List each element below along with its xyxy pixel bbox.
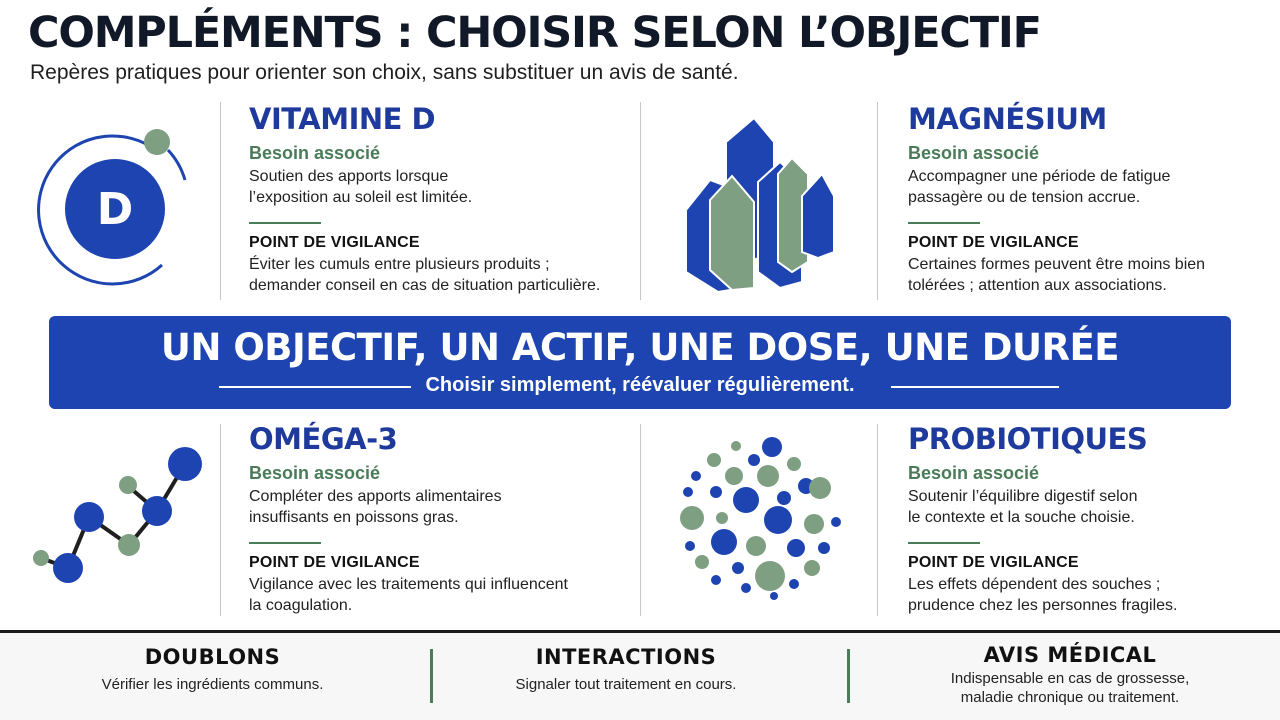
footer-title: INTERACTIONS [535,645,717,669]
footer-text: Indispensable en cas de grossesse, malad… [880,669,1260,707]
page-subtitle: Repères pratiques pour orienter son choi… [30,61,739,84]
divider [877,424,878,616]
banner-subtitle: Choisir simplement, réévaluer régulièrem… [411,374,869,396]
warn-text: Les effets dépendent des souches ; prude… [908,574,1268,616]
warn-line: Éviter les cumuls entre plusieurs produi… [249,256,550,273]
card-title: MAGNÉSIUM [908,102,1107,136]
footer-title: AVIS MÉDICAL [983,643,1157,667]
footer-title: DOUBLONS [144,645,281,669]
central-banner: UN OBJECTIF, UN ACTIF, UNE DOSE, UNE DUR… [49,316,1231,409]
footer-text: Vérifier les ingrédients communs. [101,676,324,693]
warn-text: Éviter les cumuls entre plusieurs produi… [249,254,609,296]
need-text: Soutenir l’équilibre digestif selon le c… [908,486,1268,528]
divider [220,424,221,616]
footer: DOUBLONS Vérifier les ingrédients commun… [0,633,1280,720]
banner-rule-left [219,386,419,388]
footer-avis-medical: AVIS MÉDICAL Indispensable en cas de gro… [880,643,1260,707]
card-vitamin-d: VITAMINE D Besoin associé Soutien des ap… [249,101,609,296]
warn-line: tolérées ; attention aux associations. [908,277,1167,294]
banner-rule-right [891,386,1059,388]
need-line: insuffisants en poissons gras. [249,509,459,526]
need-line: Compléter des apports alimentaires [249,488,502,505]
footer-doublons: DOUBLONS Vérifier les ingrédients commun… [40,645,385,694]
card-title: VITAMINE D [249,102,436,136]
vitamin-d-letter: D [97,184,134,235]
card-title: PROBIOTIQUES [908,422,1148,456]
warn-line: demander conseil en cas de situation par… [249,277,601,294]
need-label: Besoin associé [249,463,381,483]
banner-subtitle-wrap: Choisir simplement, réévaluer régulièrem… [49,374,1231,397]
warn-label: POINT DE VIGILANCE [908,234,1079,251]
banner-title: UN OBJECTIF, UN ACTIF, UNE DOSE, UNE DUR… [160,326,1120,369]
warn-label: POINT DE VIGILANCE [249,234,420,251]
vitamin-d-icon: D [37,129,187,286]
footer-line: maladie chronique ou traitement. [960,689,1180,706]
need-label: Besoin associé [908,143,1040,163]
card-title: OMÉGA-3 [249,422,398,456]
divider [640,102,641,300]
warn-text: Certaines formes peuvent être moins bien… [908,254,1268,296]
footer-interactions: INTERACTIONS Signaler tout traitement en… [450,645,802,694]
need-label: Besoin associé [249,143,381,163]
divider [220,102,221,300]
need-line: le contexte et la souche choisie. [908,509,1135,526]
footer-divider [430,649,433,703]
card-magnesium: MAGNÉSIUM Besoin associé Accompagner une… [908,101,1268,296]
warn-line: la coagulation. [249,597,353,614]
need-line: Soutien des apports lorsque [249,168,449,185]
divider [640,424,641,616]
need-label: Besoin associé [908,463,1040,483]
need-text: Compléter des apports alimentaires insuf… [249,486,609,528]
card-separator [249,542,321,544]
footer-text: Signaler tout traitement en cours. [515,676,737,693]
warn-label: POINT DE VIGILANCE [249,554,420,571]
warn-line: Vigilance avec les traitements qui influ… [249,576,568,593]
need-text: Soutien des apports lorsque l’exposition… [249,166,609,208]
card-probiotiques: PROBIOTIQUES Besoin associé Soutenir l’é… [908,421,1268,616]
page-title: COMPLÉMENTS : CHOISIR SELON L’OBJECTIF [28,8,1042,58]
warn-line: prudence chez les personnes fragiles. [908,597,1178,614]
need-text: Accompagner une période de fatigue passa… [908,166,1268,208]
probiotics-dots-icon [680,437,841,600]
warn-line: Certaines formes peuvent être moins bien [908,256,1206,273]
card-omega-3: OMÉGA-3 Besoin associé Compléter des app… [249,421,609,616]
divider [877,102,878,300]
footer-divider [847,649,850,703]
need-line: Accompagner une période de fatigue [908,168,1171,185]
warn-label: POINT DE VIGILANCE [908,554,1079,571]
magnesium-crystal-icon [685,116,835,294]
warn-text: Vigilance avec les traitements qui influ… [249,574,609,616]
card-separator [249,222,321,224]
need-line: l’exposition au soleil est limitée. [249,189,473,206]
need-line: passagère ou de tension accrue. [908,189,1141,206]
need-line: Soutenir l’équilibre digestif selon [908,488,1138,505]
card-separator [908,542,980,544]
warn-line: Les effets dépendent des souches ; [908,576,1161,593]
card-separator [908,222,980,224]
footer-rule [0,630,1280,633]
footer-line: Indispensable en cas de grossesse, [950,670,1190,687]
omega3-molecule-icon [33,447,202,583]
